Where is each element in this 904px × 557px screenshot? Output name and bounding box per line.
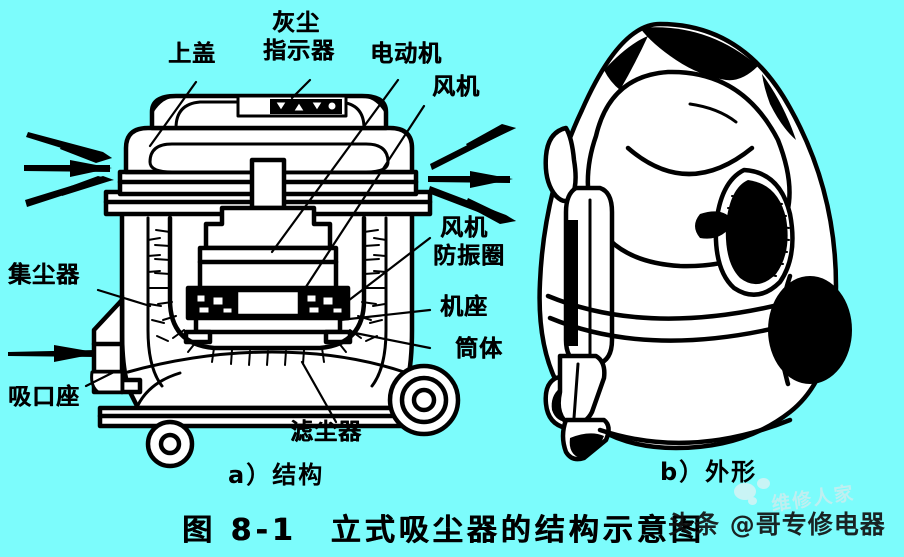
wheel-right — [387, 363, 461, 437]
watermark-bubble-tiny — [748, 497, 757, 505]
airflow-arrows-in — [24, 132, 114, 207]
exterior-vent-grille — [713, 167, 795, 297]
label-fan: 风机 — [432, 74, 480, 100]
subcaption-a: a）结构 — [228, 461, 325, 489]
watermark-bubble-large — [734, 483, 756, 500]
subcaption-b: b）外形 — [660, 458, 758, 486]
dust-collector-liner — [146, 216, 388, 388]
motor-shaft — [249, 157, 287, 211]
exterior-hose-cluster — [543, 353, 611, 462]
label-top-cover: 上盖 — [168, 41, 216, 67]
dust-indicator-window — [236, 94, 348, 118]
leader-lines — [84, 78, 432, 424]
label-fan-damper-line2: 防振圈 — [433, 243, 505, 269]
label-barrel: 筒体 — [455, 336, 503, 362]
label-motor: 电动机 — [370, 41, 442, 67]
airflow-arrows-out — [428, 124, 516, 224]
suction-arrow — [8, 345, 100, 362]
label-dust-filter: 滤尘器 — [290, 419, 362, 445]
label-base: 机座 — [440, 294, 488, 320]
base-plate — [97, 405, 443, 429]
suction-port-housing — [90, 293, 143, 395]
label-dust-indicator-line1: 灰尘 — [272, 10, 320, 36]
exterior-wheel — [768, 273, 852, 387]
label-dust-collector: 集尘器 — [8, 262, 80, 288]
label-fan-damper-line1: 风机 — [440, 215, 488, 241]
vacuum-exterior-drawing — [537, 21, 852, 462]
wheel-left — [145, 419, 195, 469]
label-dust-indicator-line2: 指示器 — [263, 38, 335, 64]
label-suction-port: 吸口座 — [8, 384, 80, 410]
watermark-bubble-small — [757, 478, 770, 489]
motor-housing — [197, 205, 339, 293]
fan-damper-ring — [183, 285, 353, 345]
watermark-text: 头条 @哥专修电器 — [668, 510, 886, 539]
figure-caption: 图 8-1 立式吸尘器的结构示意图 — [182, 513, 705, 548]
